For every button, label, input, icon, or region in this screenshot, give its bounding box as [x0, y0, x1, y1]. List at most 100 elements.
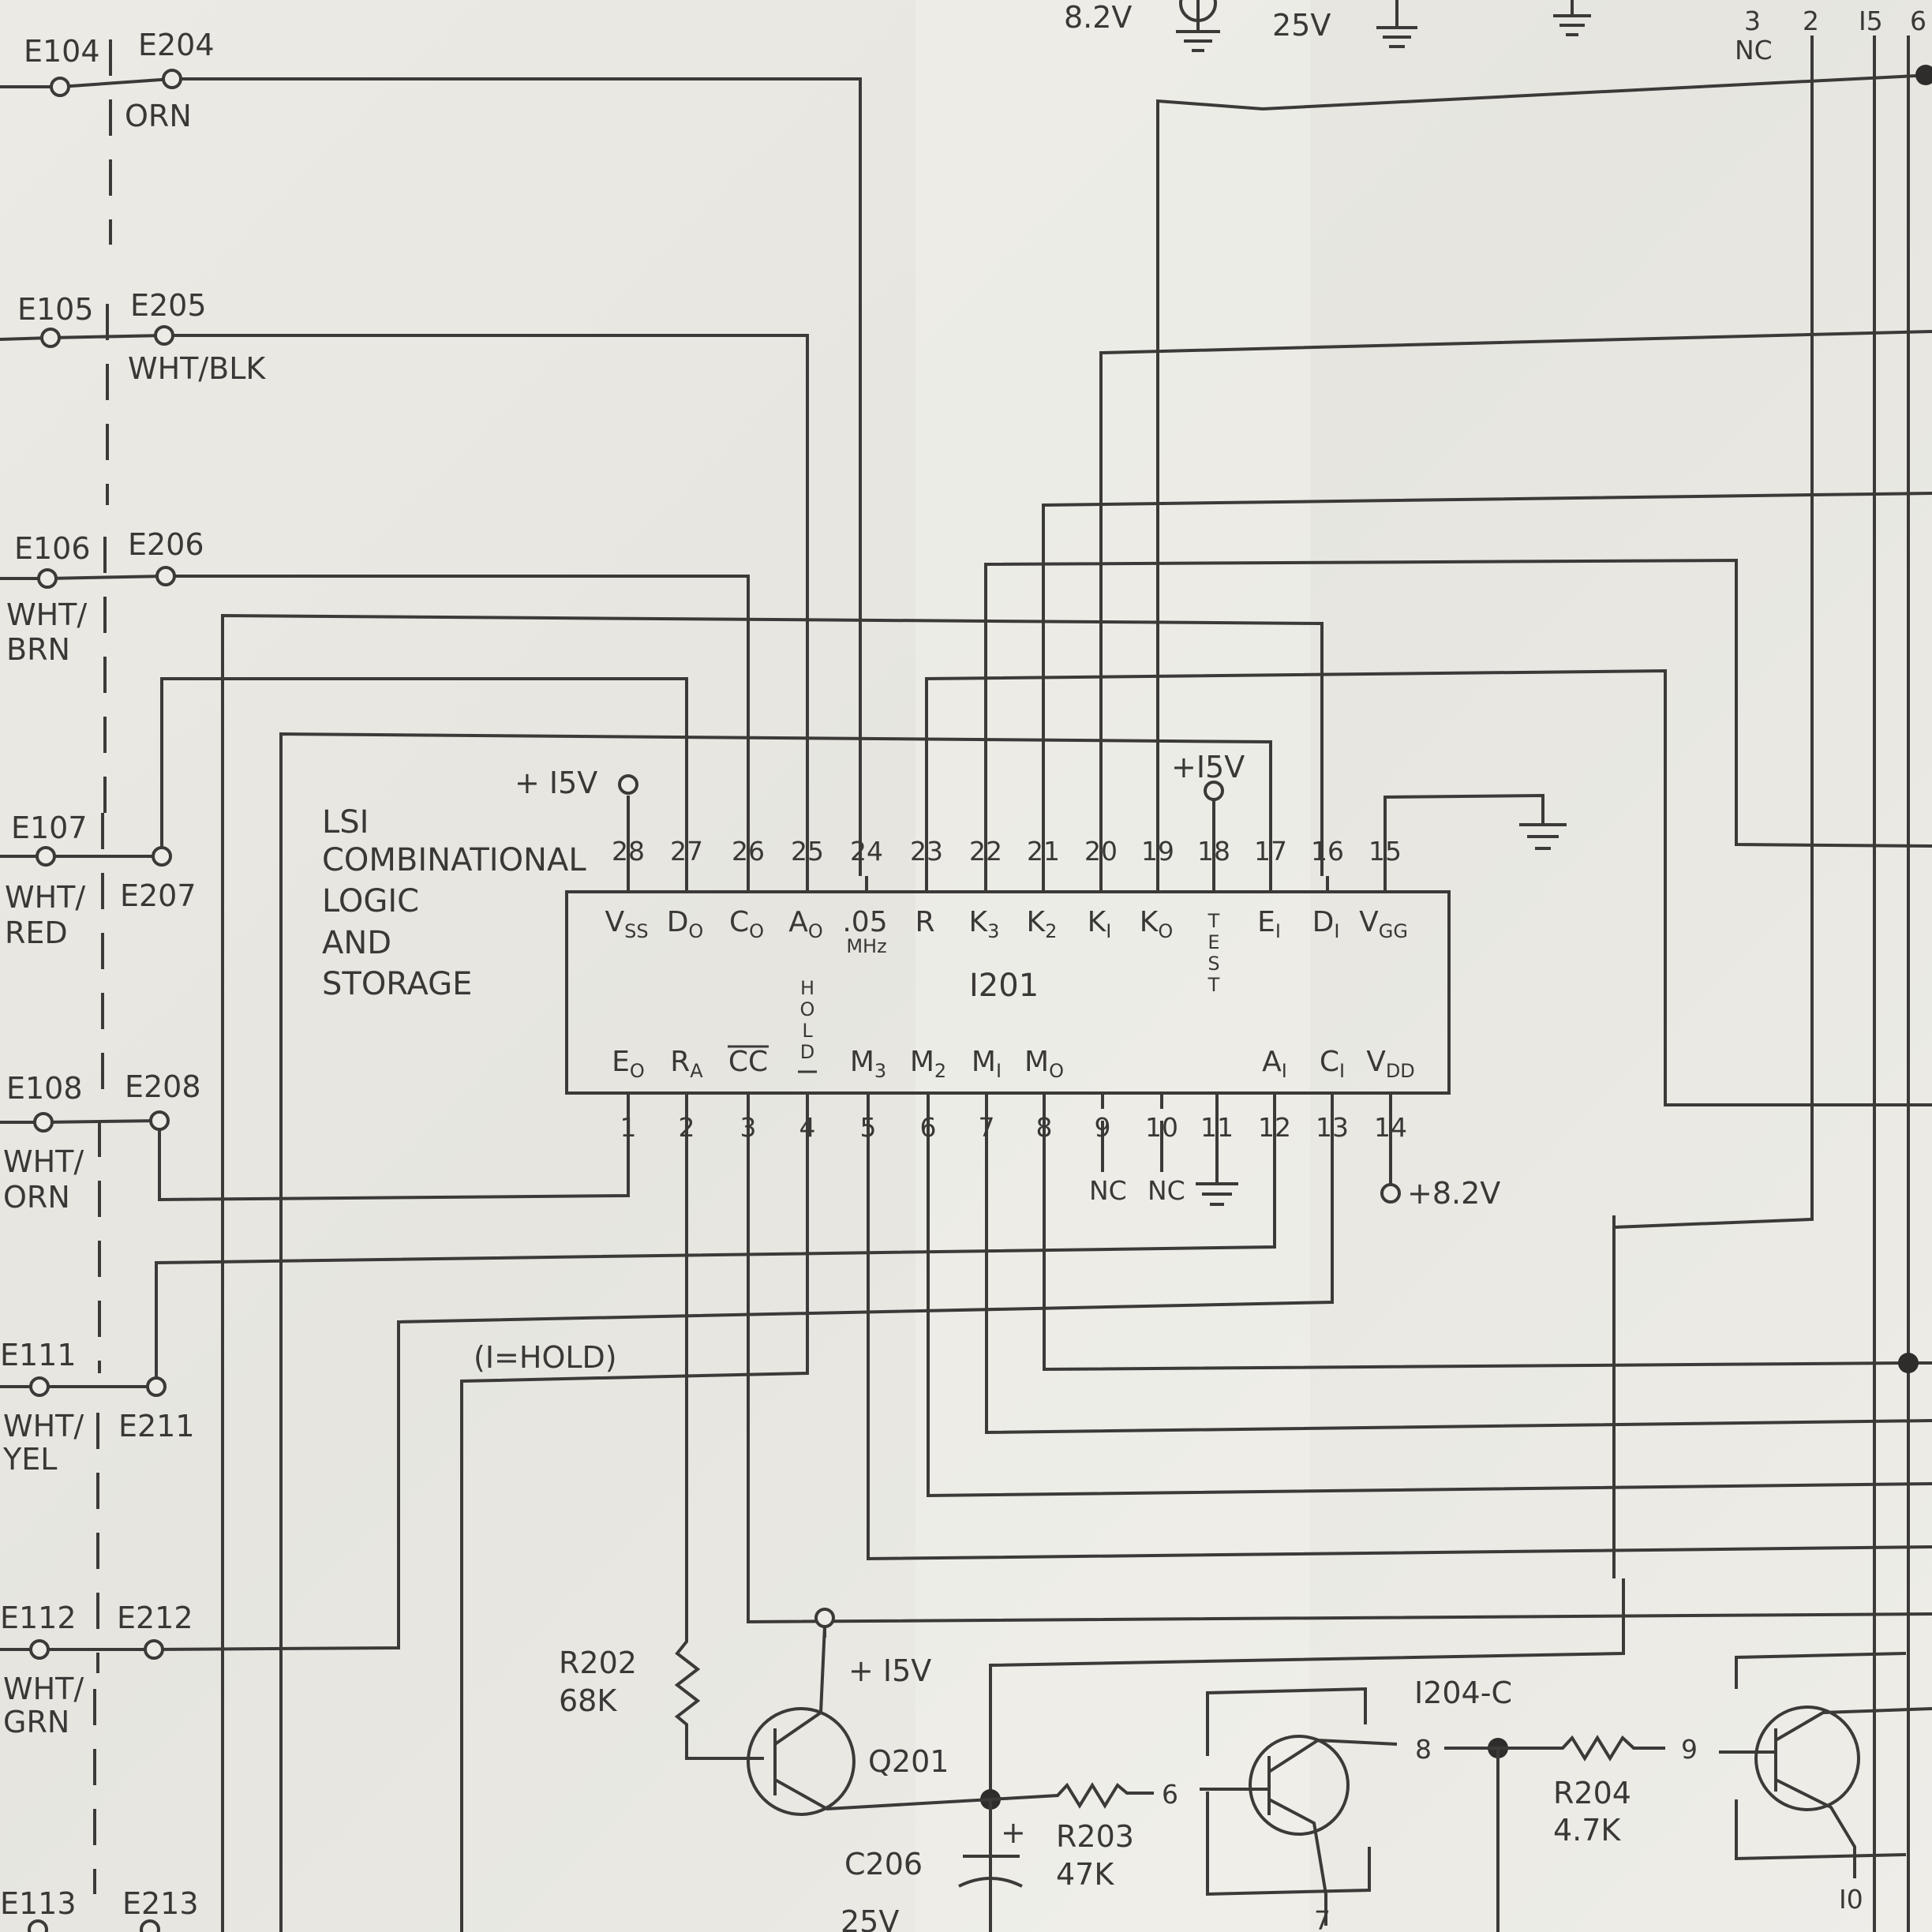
hold-note: (I=HOLD)	[474, 1340, 617, 1375]
ic-description: LSI COMBINATIONAL LOGIC AND STORAGE	[322, 804, 586, 1002]
ic-pin-18-number: 18	[1197, 836, 1230, 867]
nc-stubs	[1101, 1121, 1163, 1172]
ic-pin-20-number: 20	[1084, 836, 1118, 867]
terminal-e211-label: E211	[118, 1409, 195, 1443]
ic-pin-15-number: 15	[1368, 836, 1402, 867]
ic-pin-5-name: M3	[850, 1046, 886, 1082]
ic-pin-26-name: CO	[729, 906, 764, 942]
ic-desc-line-4: AND	[322, 925, 391, 961]
i204c-ref: I204-C	[1414, 1676, 1512, 1710]
c206-capacitor	[958, 1799, 1023, 1932]
c206-polarity: +	[1001, 1815, 1026, 1850]
r203-value: 47K	[1056, 1857, 1114, 1892]
wire-wht-orn-label-2: ORN	[3, 1180, 70, 1215]
c206-ref: C206	[844, 1847, 923, 1881]
terminal-e105-label: E105	[17, 292, 94, 327]
right-transistor	[1719, 1652, 1932, 1878]
test-supply-terminal	[1204, 781, 1224, 801]
ic-pin-hold-letter: L	[802, 1020, 813, 1042]
wire-wht-blk-label: WHT/BLK	[128, 351, 266, 386]
ic-pin-8-number: 8	[1036, 1112, 1053, 1143]
c206-value: 25V	[841, 1904, 899, 1932]
r204-resistor	[1444, 1735, 1665, 1762]
ic-pin-5-number: 5	[860, 1112, 877, 1143]
r202-value: 68K	[559, 1683, 617, 1718]
ic-desc-line-1: LSI	[322, 804, 369, 841]
top-pin-2: 2	[1803, 6, 1819, 36]
top-voltage-25: 25V	[1272, 8, 1331, 43]
ic-pin-1-name: EO	[612, 1046, 645, 1082]
ic-pin-9-number: 9	[1095, 1112, 1111, 1143]
i204-pin-7: 7	[1314, 1905, 1331, 1932]
terminal-e207-label: E207	[120, 878, 197, 913]
test-supply-label: +I5V	[1171, 750, 1245, 784]
wire-wht-yel-label: WHT/	[3, 1409, 84, 1443]
wire-wht-yel-label-2: YEL	[2, 1442, 57, 1477]
ic-pin-11-number: 11	[1200, 1112, 1234, 1143]
wire-orn-label: ORN	[125, 99, 192, 133]
ic-pin-16-number: 16	[1311, 836, 1344, 867]
terminal-labels: E104 E204 ORN E105 E205 WHT/BLK E106 E20…	[0, 28, 266, 1921]
ic-pin-26-number: 26	[732, 836, 765, 867]
ic-pin-14-name: VDD	[1366, 1046, 1415, 1082]
ic-pin-28-number: 28	[612, 836, 645, 867]
top-strip-symbols	[1176, 0, 1591, 52]
terminal-e106-label: E106	[14, 531, 91, 566]
wire-wht-brn-label-2: BRN	[6, 632, 70, 667]
terminal-e111-label: E111	[0, 1338, 77, 1372]
q201-transistor	[747, 1625, 991, 1816]
ic-pin-10-number: 10	[1145, 1112, 1178, 1143]
terminal-e208-label: E208	[125, 1069, 201, 1104]
ic-i201-body	[565, 890, 1451, 1095]
r202-ref: R202	[559, 1646, 637, 1680]
i204-pin-8: 8	[1415, 1734, 1432, 1765]
wire-wht-red-label: WHT/	[5, 880, 85, 915]
q201-supply-terminal	[814, 1608, 835, 1628]
ic-designator: I201	[969, 968, 1039, 1004]
ic-pin-24-name: .05	[842, 906, 887, 938]
ic-pin-23-name: R	[915, 906, 934, 938]
signal-wires	[0, 36, 1932, 1932]
top-nc-label: NC	[1735, 35, 1773, 66]
component-labels: R202 68K + I5V Q201 6 R203 47K + C206 25…	[559, 1646, 1863, 1932]
terminal-e212-label: E212	[117, 1601, 193, 1635]
ic-pin-hold-letter: H	[800, 977, 814, 999]
terminal-e107-label: E107	[11, 811, 88, 845]
ic-pin-28-name: VSS	[605, 906, 648, 942]
ic-desc-line-5: STORAGE	[322, 966, 472, 1002]
ic-top-pin-stubs	[627, 796, 1387, 892]
ic-pin-8-name: MO	[1024, 1046, 1064, 1082]
ic-desc-line-2: COMBINATIONAL	[322, 842, 586, 878]
wire-wht-grn-label: WHT/	[3, 1672, 84, 1706]
terminal-e205-label: E205	[130, 288, 207, 323]
r203-ref: R203	[1056, 1819, 1134, 1854]
ic-pin-test-letter: T	[1208, 910, 1220, 932]
ic-bottom-pin-stubs	[627, 1093, 1392, 1192]
terminal-pads	[28, 69, 182, 1932]
ic-pin-14-number: 14	[1374, 1112, 1407, 1143]
r203-resistor	[990, 1782, 1154, 1809]
ic-pin-21-number: 21	[1027, 836, 1060, 867]
top-pin-6: 6	[1910, 6, 1926, 36]
r204-value: 4.7K	[1553, 1813, 1621, 1848]
ic-pin-6-number: 6	[920, 1112, 937, 1143]
vss-supply-label: + I5V	[515, 766, 597, 800]
terminal-e113-label: E113	[0, 1886, 77, 1921]
ic-pin-15-name: VGG	[1359, 906, 1408, 942]
terminal-e213-label: E213	[122, 1886, 199, 1921]
ic-pin-hold-letter: O	[800, 998, 815, 1020]
wire-wht-red-label-2: RED	[5, 915, 68, 950]
ic-pin-24-name-2: MHz	[846, 935, 886, 957]
terminal-e104-label: E104	[24, 34, 100, 69]
pin9-nc-label: NC	[1089, 1175, 1127, 1206]
terminal-e108-label: E108	[6, 1071, 83, 1106]
q201-supply-label: + I5V	[848, 1653, 931, 1688]
ic-pin-hold-letter: D	[800, 1041, 814, 1063]
ic-desc-line-3: LOGIC	[322, 883, 419, 919]
paper-fold	[915, 0, 1310, 1932]
ic-pin-22-number: 22	[969, 836, 1002, 867]
ic-pin-4-number: 4	[799, 1112, 816, 1143]
ic-pin-25-number: 25	[791, 836, 824, 867]
